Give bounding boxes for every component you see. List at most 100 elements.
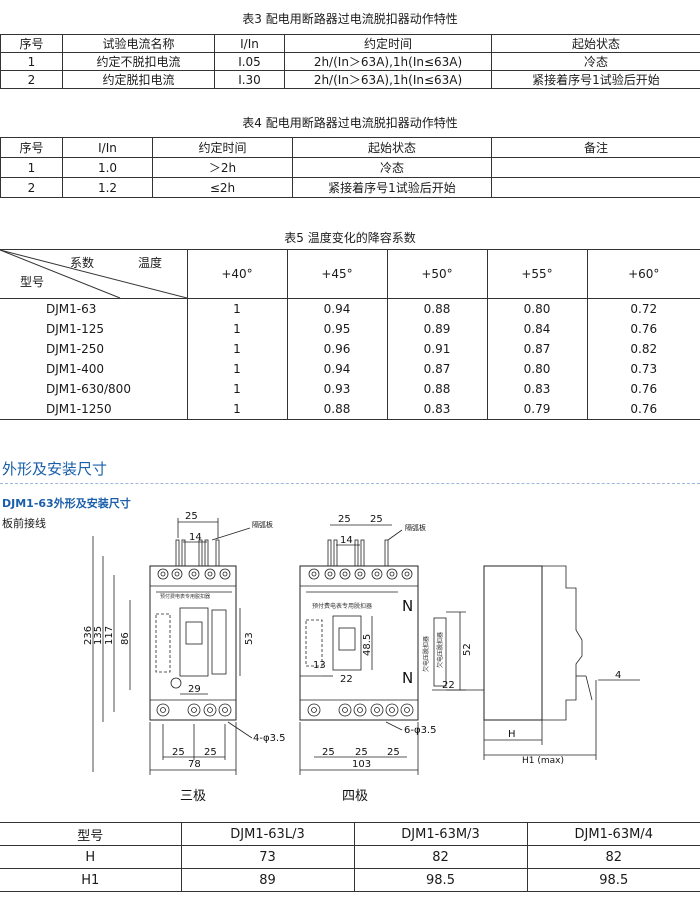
dim-four-bot25a: 25 bbox=[322, 747, 335, 758]
dim-three-236: 236 bbox=[83, 626, 94, 645]
table-cell: 紧接着序号1试验后开始 bbox=[292, 177, 492, 198]
table-cell: H bbox=[0, 845, 181, 869]
four-pole-n-bottom: N bbox=[402, 669, 413, 687]
table-cell: H1 bbox=[0, 868, 181, 892]
table-cell: 1 bbox=[186, 319, 287, 339]
table-cell: 0.87 bbox=[386, 359, 487, 379]
dim-three-inner: 14 bbox=[189, 532, 202, 543]
table-cell: 0.79 bbox=[486, 399, 587, 420]
diagonal-lines bbox=[0, 250, 187, 298]
table4-header: 起始状态 bbox=[292, 137, 492, 158]
dimensions-table: 型号 DJM1-63L/3 DJM1-63M/3 DJM1-63M/4 H 73… bbox=[0, 822, 700, 892]
table-cell: 约定脱扣电流 bbox=[62, 70, 215, 89]
table-cell: 2 bbox=[0, 177, 63, 198]
table3-header: 起始状态 bbox=[491, 34, 700, 53]
table-cell: 1 bbox=[186, 379, 287, 399]
table-cell: 1.2 bbox=[62, 177, 153, 198]
table-cell: 0.88 bbox=[386, 379, 487, 399]
dim-four-top25a: 25 bbox=[338, 514, 351, 525]
table5-corner-cell: 系数 温度 型号 bbox=[0, 249, 187, 299]
table4-header: 备注 bbox=[491, 137, 700, 158]
table4-caption: 表4 配电用断路器过电流脱扣器动作特性 bbox=[242, 116, 458, 130]
table3-header: 序号 bbox=[0, 34, 63, 53]
table-cell: I.05 bbox=[214, 52, 285, 71]
table-cell: ≤2h bbox=[152, 177, 293, 198]
section-subtitle: DJM1-63外形及安装尺寸 bbox=[2, 497, 131, 510]
table5-header: +45° bbox=[286, 249, 387, 299]
table-row: H 73 82 82 bbox=[0, 845, 700, 869]
four-pole-side-label: 欠电压脱扣器 bbox=[422, 636, 430, 672]
four-pole-bottom-terminals bbox=[307, 703, 414, 717]
table-cell: 0.82 bbox=[586, 339, 700, 359]
three-pole-nameplate: 预付费电表专用脱扣器 bbox=[160, 593, 210, 600]
table4-header-row: 序号 I/In 约定时间 起始状态 备注 bbox=[0, 137, 700, 158]
table-row: DJM1-630/800 1 0.93 0.88 0.83 0.76 bbox=[0, 379, 700, 399]
table-cell: DJM1-1250 bbox=[0, 399, 187, 420]
section-divider bbox=[0, 483, 700, 484]
table-cell: 0.83 bbox=[386, 399, 487, 420]
table-row: DJM1-125 1 0.95 0.89 0.84 0.76 bbox=[0, 319, 700, 339]
table-cell: 0.88 bbox=[386, 298, 487, 319]
section-title: 外形及安装尺寸 bbox=[2, 460, 108, 478]
table-row: 1 1.0 ＞2h 冷态 bbox=[0, 157, 700, 178]
table-cell: 0.72 bbox=[586, 298, 700, 319]
dim-three-bot25a: 25 bbox=[172, 747, 185, 758]
table-cell: 2h/(In＞63A),1h(In≤63A) bbox=[284, 52, 492, 71]
table-cell: 1 bbox=[186, 339, 287, 359]
table-cell: 89 bbox=[180, 868, 354, 892]
dim-three-53: 53 bbox=[244, 632, 255, 645]
table-cell: DJM1-630/800 bbox=[46, 382, 131, 396]
table-row: DJM1-250 1 0.96 0.91 0.87 0.82 bbox=[0, 339, 700, 359]
dim-three-117: 117 bbox=[104, 626, 115, 645]
table-cell: 0.76 bbox=[586, 379, 700, 399]
table-cell: 1 bbox=[186, 298, 287, 319]
dim-three-bot25b: 25 bbox=[204, 747, 217, 758]
table4-header: I/In bbox=[62, 137, 153, 158]
dim-four-22: 22 bbox=[340, 674, 353, 685]
table-cell: 0.73 bbox=[586, 359, 700, 379]
four-pole-body bbox=[299, 565, 419, 721]
four-pole-drawing: 预付费电表专用脱扣器 N N 欠电压脱扣器 25 25 14 隔弧板 13 22 bbox=[299, 514, 436, 804]
dimensions-header: DJM1-63M/4 bbox=[526, 822, 700, 846]
table-cell: 冷态 bbox=[491, 52, 700, 71]
dim-four-bot25b: 25 bbox=[355, 747, 368, 758]
table-cell: 2h/(In＞63A),1h(In≤63A) bbox=[284, 70, 492, 89]
table5-header: +50° bbox=[386, 249, 487, 299]
table-cell: 0.95 bbox=[286, 319, 387, 339]
table-cell: 82 bbox=[353, 845, 527, 869]
table-cell: 0.87 bbox=[486, 339, 587, 359]
table-cell: ＞2h bbox=[152, 157, 293, 178]
three-pole-hole-label: 4-φ3.5 bbox=[253, 733, 285, 744]
table-cell: 0.80 bbox=[486, 298, 587, 319]
table-cell: 73 bbox=[180, 845, 354, 869]
dimensions-header: 型号 bbox=[0, 822, 181, 846]
table-row: 1 约定不脱扣电流 I.05 2h/(In＞63A),1h(In≤63A) 冷态 bbox=[0, 52, 700, 71]
dim-three-width: 78 bbox=[188, 759, 201, 770]
table-row: DJM1-63 1 0.94 0.88 0.80 0.72 bbox=[0, 298, 700, 319]
four-pole-hole-label: 6-φ3.5 bbox=[404, 725, 436, 736]
four-pole-arc-barriers bbox=[327, 539, 389, 567]
three-pole-bottom-terminals bbox=[156, 703, 232, 717]
dimension-drawings: 预付费电表专用脱扣器 25 14 bbox=[83, 511, 640, 804]
table-cell: 0.94 bbox=[286, 298, 387, 319]
table5-header: +40° bbox=[186, 249, 287, 299]
four-pole-label: 四极 bbox=[342, 789, 368, 804]
table-cell: DJM1-250 bbox=[46, 342, 105, 356]
table5-caption: 表5 温度变化的降容系数 bbox=[284, 231, 416, 245]
table-cell: 1 bbox=[0, 52, 63, 71]
side-view-label: 欠电压脱扣器 bbox=[436, 632, 444, 668]
table-row: 2 1.2 ≤2h 紧接着序号1试验后开始 bbox=[0, 177, 700, 198]
corner-label-model: 型号 bbox=[20, 275, 45, 289]
dim-side-4: 4 bbox=[615, 670, 621, 681]
table4-header: 约定时间 bbox=[152, 137, 293, 158]
table-cell: 98.5 bbox=[526, 868, 700, 892]
dim-four-top25b: 25 bbox=[370, 514, 383, 525]
table-cell: I.30 bbox=[214, 70, 285, 89]
three-pole-label: 三极 bbox=[180, 789, 206, 804]
three-pole-body bbox=[149, 565, 237, 721]
dim-three-top-pitch: 25 bbox=[185, 511, 198, 522]
dim-four-width: 103 bbox=[352, 759, 371, 770]
table3-caption: 表3 配电用断路器过电流脱扣器动作特性 bbox=[242, 12, 458, 26]
table3: 序号 试验电流名称 I/In 约定时间 起始状态 1 约定不脱扣电流 I.05 … bbox=[0, 34, 700, 89]
table-cell: 约定不脱扣电流 bbox=[62, 52, 215, 71]
